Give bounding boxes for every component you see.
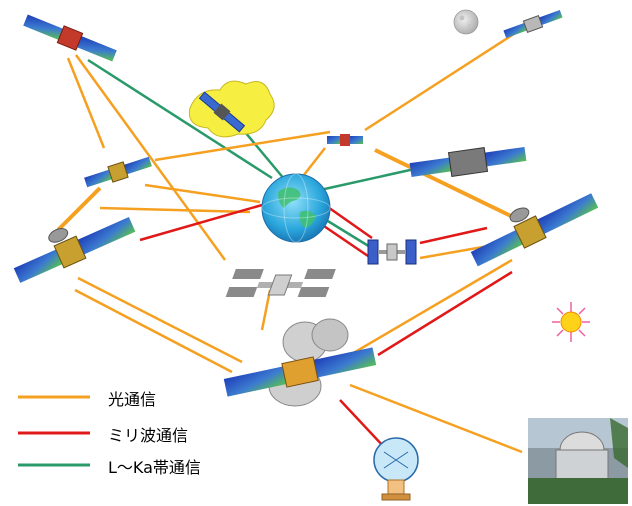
satellite-icon	[409, 146, 527, 178]
relay-satellite-icon	[470, 193, 599, 267]
satellite-icon	[23, 14, 117, 62]
millimeter-links	[139, 203, 513, 449]
legend-item-lka: L～Ka帯通信	[108, 454, 201, 478]
legend-item-millimeter: ミリ波通信	[108, 422, 188, 446]
central-satellite-icon	[223, 318, 377, 407]
legend-label-optical: 光通信	[108, 390, 157, 409]
optical-links	[56, 28, 523, 454]
legend-label-lka: L～Ka帯通信	[108, 458, 201, 477]
space-station-icon	[225, 269, 336, 297]
legend-item-optical: 光通信	[108, 386, 156, 410]
space-station-icon	[367, 239, 417, 265]
moon-icon	[453, 9, 479, 35]
satellite-icon	[327, 134, 363, 146]
satellite-icon	[84, 156, 152, 188]
legend-label-millimeter: ミリ波通信	[108, 426, 189, 445]
earth-icon	[261, 173, 331, 243]
satellite-icon	[503, 9, 563, 39]
legend-lines	[18, 395, 90, 467]
lka-link	[87, 58, 273, 180]
sun-icon	[552, 302, 590, 342]
radar-satellite-icon	[188, 80, 275, 138]
ground-antenna-icon	[373, 437, 419, 501]
observatory-photo-icon	[528, 418, 628, 504]
relay-satellite-icon	[13, 217, 136, 283]
